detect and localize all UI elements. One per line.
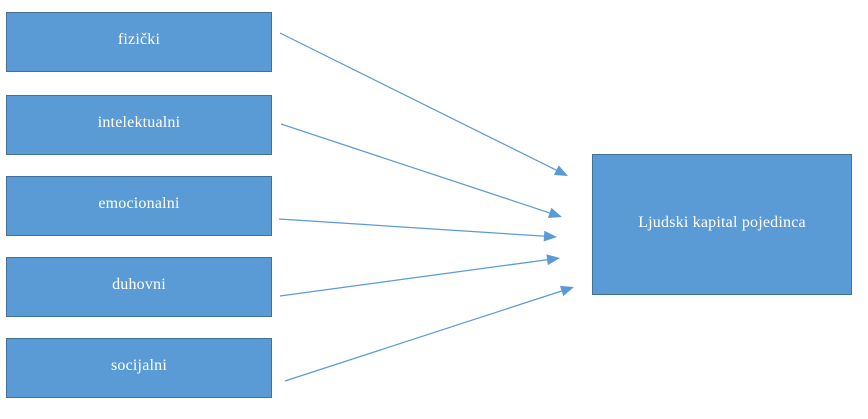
node-label-duhovni: duhovni (112, 276, 166, 294)
node-label-socijalni: socijalni (110, 357, 167, 375)
connector-line-fizicki (279, 32, 559, 172)
connector-arrow-duhovni (279, 254, 560, 297)
node-box-intelektualni[interactable]: intelektualni (6, 95, 272, 155)
connector-arrow-fizicki (279, 32, 568, 176)
node-box-fizicki[interactable]: fizički (6, 12, 272, 72)
node-label-ljudski-kapital: Ljudski kapital pojedinca (638, 213, 806, 231)
node-box-socijalni[interactable]: socijalni (6, 338, 272, 398)
connector-line-emocionalni (278, 218, 547, 237)
arrow-head-icon-fizicki (553, 165, 568, 176)
connector-line-socijalni (284, 289, 564, 382)
node-box-duhovni[interactable]: duhovni (6, 257, 272, 317)
connector-line-intelektualni (280, 123, 552, 215)
arrow-head-icon-intelektualni (547, 207, 562, 219)
node-label-emocionalni: emocionalni (98, 195, 180, 213)
connector-arrow-intelektualni (280, 123, 562, 219)
node-label-intelektualni: intelektualni (97, 114, 181, 132)
connector-line-duhovni (279, 258, 550, 297)
node-box-ljudski-kapital[interactable]: Ljudski kapital pojedinca (592, 154, 852, 295)
arrow-head-icon-socijalni (559, 285, 574, 297)
connector-arrow-emocionalni (278, 218, 557, 242)
node-label-fizicki: fizički (117, 31, 161, 49)
arrow-head-icon-emocionalni (543, 230, 557, 242)
connector-arrow-socijalni (284, 285, 574, 382)
node-box-emocionalni[interactable]: emocionalni (6, 176, 272, 236)
arrow-head-icon-duhovni (546, 254, 560, 266)
